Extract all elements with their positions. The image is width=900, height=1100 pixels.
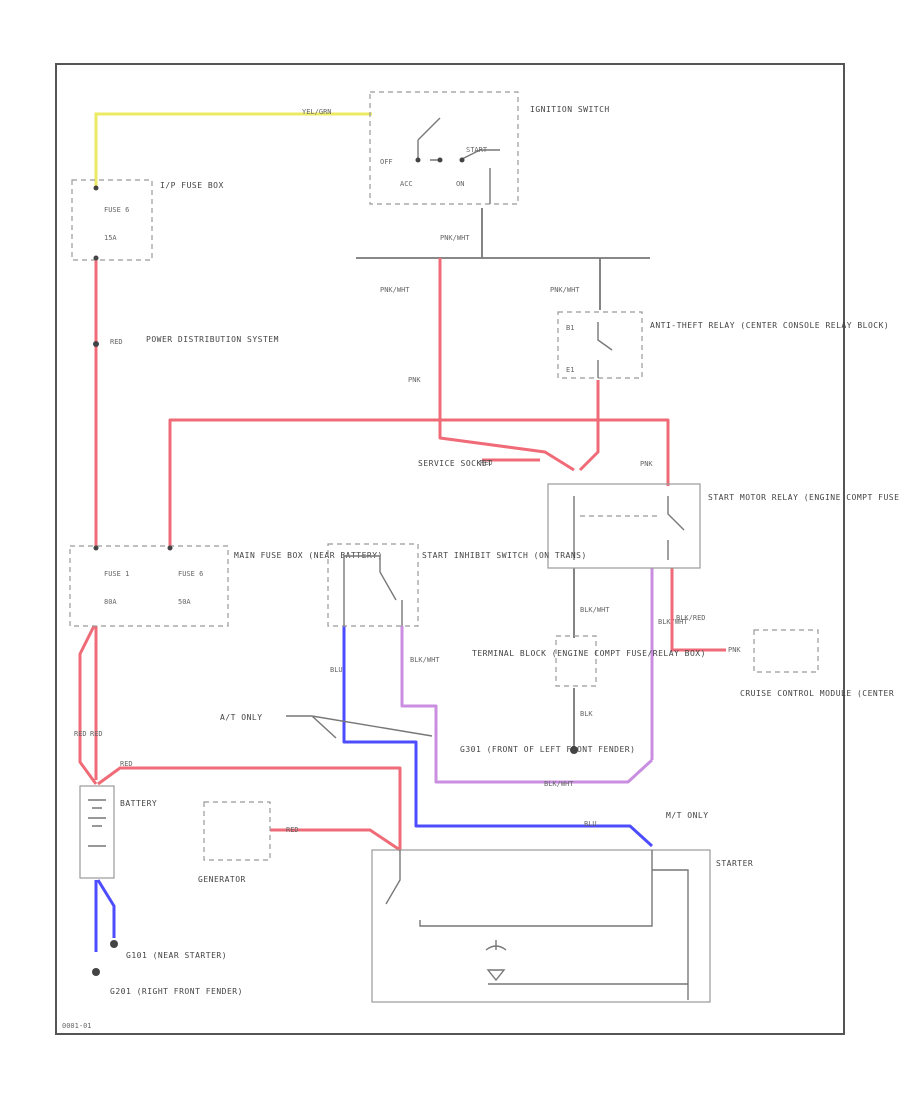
wire-label-blkwht-a: BLK/WHT bbox=[580, 606, 610, 614]
wire-label-pnkwht-top: PNK/WHT bbox=[440, 234, 470, 242]
g101-label: G101 (NEAR STARTER) bbox=[126, 951, 227, 960]
wire-label-blu: BLU bbox=[330, 666, 343, 674]
ignition-switch-label: IGNITION SWITCH bbox=[530, 105, 610, 114]
wire-pink-loop bbox=[168, 418, 670, 548]
footer-code: 0001-01 bbox=[62, 1022, 92, 1030]
starter-internal bbox=[385, 850, 689, 1000]
ip-fuse-top bbox=[93, 185, 99, 191]
main-fuse-1-amp: 80A bbox=[104, 598, 117, 606]
ip-fuse-amp: 15A bbox=[104, 234, 117, 242]
at-only-pointer bbox=[286, 715, 433, 739]
wire-label-pnk-relay: PNK bbox=[640, 460, 653, 468]
ign-pos-start: START bbox=[466, 146, 488, 154]
ign-contact-acc bbox=[437, 157, 443, 163]
starter-label: STARTER bbox=[716, 859, 753, 868]
g201-ground-dot bbox=[92, 968, 100, 976]
anti-theft-e1: E1 bbox=[566, 366, 574, 374]
wire-label-blkwht-d: BLK/WHT bbox=[544, 780, 574, 788]
wire-battery-ground-2 bbox=[96, 879, 116, 938]
wire-label-red-service: RED bbox=[480, 459, 493, 467]
wire-label-blk: BLK bbox=[580, 710, 593, 718]
ip-fuse-number: FUSE 6 bbox=[104, 206, 129, 214]
battery-label: BATTERY bbox=[120, 799, 157, 808]
wire-label-red-starter: RED bbox=[120, 760, 133, 768]
wire-pink-cruise bbox=[670, 568, 726, 652]
main-fuse-box bbox=[69, 545, 229, 627]
wire-label-red-loop-1: RED bbox=[74, 730, 87, 738]
starter-motor-symbol bbox=[485, 940, 507, 982]
wire-label-red-loop-2: RED bbox=[90, 730, 103, 738]
wire-pink-antitheft bbox=[578, 380, 600, 472]
start-inhibit-switch-label: START INHIBIT SWITCH (ON TRANS) bbox=[422, 551, 587, 560]
wire-label-red-gen: RED bbox=[286, 826, 299, 834]
wire-red-loop bbox=[78, 625, 98, 785]
battery-box bbox=[79, 785, 115, 879]
anti-theft-b1: B1 bbox=[566, 324, 574, 332]
power-distribution-label: POWER DISTRIBUTION SYSTEM bbox=[146, 335, 279, 344]
ign-contact-off bbox=[415, 157, 421, 163]
wire-label-blkred: BLK/RED bbox=[676, 614, 706, 622]
wire-red-generator bbox=[270, 828, 401, 852]
ip-fuse-box bbox=[71, 179, 153, 261]
main-fuse-1-number: FUSE 1 bbox=[104, 570, 129, 578]
main-fuse-box-label: MAIN FUSE BOX (NEAR BATTERY) bbox=[234, 551, 383, 560]
wire-label-blkwht-c: BLK/WHT bbox=[410, 656, 440, 664]
start-inhibit-switch-box bbox=[327, 543, 419, 627]
wire-label-blu-2: BLU bbox=[584, 820, 597, 828]
wire-label-pnkwht-left: PNK/WHT bbox=[380, 286, 410, 294]
terminal-block-box bbox=[555, 635, 597, 687]
ip-fuse-box-label: I/P FUSE BOX bbox=[160, 181, 224, 190]
anti-theft-relay-switch bbox=[597, 322, 613, 378]
ignition-switch-contacts bbox=[417, 117, 500, 204]
cruise-module-label: CRUISE CONTROL MODULE (CENTER CONSOLE RE… bbox=[740, 689, 900, 698]
main-fuse-1-top bbox=[93, 545, 99, 551]
main-fuse-2-amp: 50A bbox=[178, 598, 191, 606]
start-motor-relay-label: START MOTOR RELAY (ENGINE COMPT FUSE/REL… bbox=[708, 493, 900, 502]
wire-label-yellow: YEL/GRN bbox=[302, 108, 332, 116]
wire-blue-inhibit bbox=[342, 626, 654, 848]
wire-violet-inhibit bbox=[400, 626, 654, 784]
mt-only-label: M/T ONLY bbox=[666, 811, 709, 820]
main-fuse-2-number: FUSE 6 bbox=[178, 570, 203, 578]
anti-theft-relay-label: ANTI-THEFT RELAY (CENTER CONSOLE RELAY B… bbox=[650, 321, 889, 330]
generator-label: GENERATOR bbox=[198, 875, 246, 884]
ip-fuse-bottom bbox=[93, 255, 99, 261]
ign-contact-on bbox=[459, 157, 465, 163]
ign-pos-on: ON bbox=[456, 180, 464, 188]
ignition-switch-box bbox=[369, 91, 519, 205]
wire-label-pnkwht-right: PNK/WHT bbox=[550, 286, 580, 294]
cruise-wire-label: PNK bbox=[728, 646, 741, 654]
generator-box bbox=[203, 801, 271, 861]
g301-label: G301 (FRONT OF LEFT FRONT FENDER) bbox=[460, 745, 635, 754]
diagram-frame bbox=[55, 63, 845, 1035]
ign-pos-acc: ACC bbox=[400, 180, 413, 188]
at-only-label: A/T ONLY bbox=[220, 713, 263, 722]
battery-cells bbox=[88, 799, 106, 847]
terminal-block-label: TERMINAL BLOCK (ENGINE COMPT FUSE/RELAY … bbox=[472, 649, 706, 658]
anti-theft-relay-box bbox=[557, 311, 643, 379]
start-inhibit-switch-contact bbox=[343, 555, 403, 626]
starter-box bbox=[371, 849, 711, 1003]
service-socket-label: SERVICE SOCKET bbox=[418, 459, 492, 468]
ign-pos-off: OFF bbox=[380, 158, 393, 166]
g201-label: G201 (RIGHT FRONT FENDER) bbox=[110, 987, 243, 996]
g101-ground-dot bbox=[110, 940, 118, 948]
wire-label-red-pds: RED bbox=[110, 338, 123, 346]
wire-yellow bbox=[94, 112, 372, 188]
cruise-module-box bbox=[753, 629, 819, 673]
main-fuse-2-top bbox=[167, 545, 173, 551]
g301-ground-dot bbox=[570, 746, 578, 754]
start-motor-relay-switch bbox=[573, 496, 685, 560]
wire-pink-ign bbox=[438, 258, 575, 472]
pds-splice bbox=[93, 341, 99, 347]
start-motor-relay-box bbox=[547, 483, 701, 569]
wire-red-starter bbox=[97, 766, 402, 850]
wire-label-pnk: PNK bbox=[408, 376, 421, 384]
